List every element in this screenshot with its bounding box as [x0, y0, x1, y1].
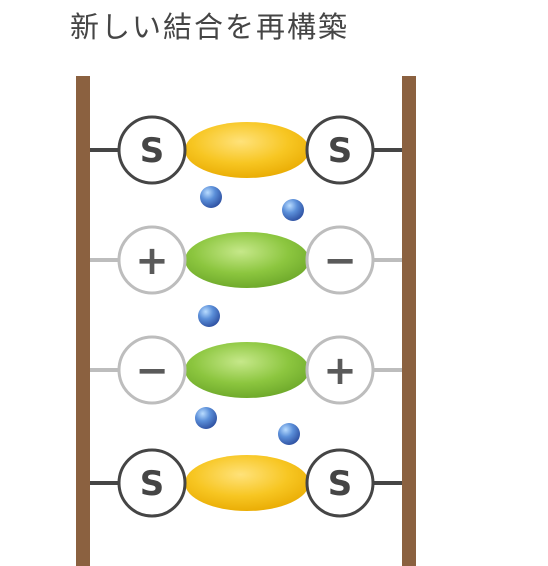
sulfur-atom-left [117, 115, 187, 185]
sulfur-label-right: S [328, 131, 353, 171]
right-rail [402, 76, 416, 566]
ionic-bond [185, 342, 309, 398]
molecule-dot [282, 199, 304, 221]
charge-label-left: + [135, 238, 169, 284]
disulfide-bond [185, 455, 309, 511]
charge-label-left: − [135, 348, 169, 394]
bond-row-3: − + [90, 335, 402, 405]
molecule-dot [200, 186, 222, 208]
bond-row-1: S S [90, 115, 402, 185]
diagram-title: 新しい結合を再構築 [70, 10, 350, 44]
sulfur-label-right: S [328, 464, 353, 504]
sulfur-atom-right [305, 448, 375, 518]
sulfur-atom-left [117, 448, 187, 518]
bond-row-2: + − [90, 225, 402, 295]
charge-atom-left [117, 335, 187, 405]
disulfide-bond [185, 122, 309, 178]
charge-label-right: + [323, 348, 357, 394]
charge-label-right: − [323, 238, 357, 284]
ionic-bond [185, 232, 309, 288]
left-rail [76, 76, 90, 566]
charge-atom-right [305, 225, 375, 295]
molecule-dot [278, 423, 300, 445]
sulfur-label-left: S [140, 464, 165, 504]
sulfur-label-left: S [140, 131, 165, 171]
bond-row-4: S S [90, 448, 402, 518]
charge-atom-right [305, 335, 375, 405]
charge-atom-left [117, 225, 187, 295]
molecule-dot [195, 407, 217, 429]
sulfur-atom-right [305, 115, 375, 185]
molecule-dot [198, 305, 220, 327]
